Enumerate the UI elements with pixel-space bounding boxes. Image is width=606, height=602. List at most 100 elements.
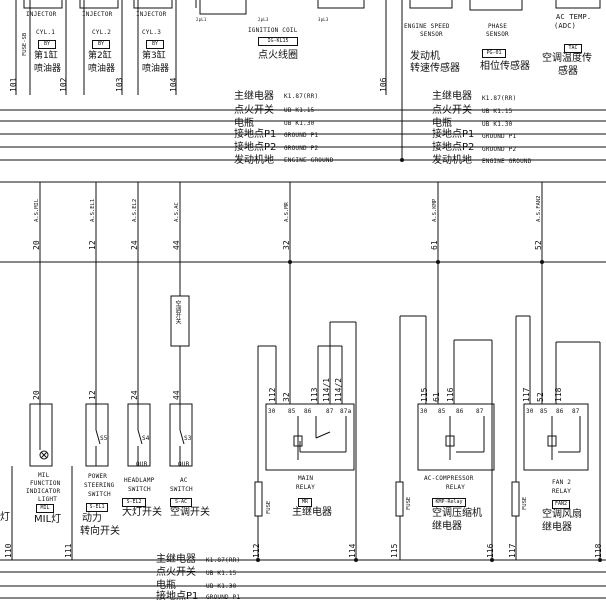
ac-en-0: AC bbox=[180, 477, 188, 484]
bottom-pin-115: 115 bbox=[390, 543, 399, 558]
engine-speed-en2: SENSOR bbox=[420, 31, 443, 38]
kmp-code: KMP-Relay bbox=[432, 498, 466, 507]
ac-temp-cn1: 空调温度传 bbox=[542, 53, 592, 64]
phase-en2: SENSOR bbox=[486, 31, 509, 38]
ps-code: S-EL1 bbox=[86, 503, 108, 512]
mr-term-86: 86 bbox=[304, 408, 312, 415]
fan-en-1: RELAY bbox=[552, 488, 572, 495]
injector-2-label: INJECTOR bbox=[82, 11, 113, 18]
mil-code: MIL bbox=[36, 504, 54, 513]
kmp-term-86: 86 bbox=[456, 408, 464, 415]
bus-top-r-2-en: UB K1.30 bbox=[482, 121, 513, 128]
hl-en-0: HEADLAMP bbox=[124, 477, 155, 484]
bottom-pin-114: 114 bbox=[348, 543, 357, 558]
signal-kmp: A.S.KMP bbox=[432, 198, 438, 222]
kmp-en-0: AC-COMPRESSOR bbox=[424, 475, 474, 482]
mr-cn: 主继电器 bbox=[292, 507, 332, 518]
mr-pin-32: 32 bbox=[282, 392, 291, 402]
ac-temp-cn2: 感器 bbox=[558, 66, 578, 77]
mr-term-87a: 87a bbox=[340, 408, 352, 415]
pin-101: 101 bbox=[9, 77, 18, 92]
bus-top-r-0-cn: 主继电器 bbox=[432, 91, 472, 102]
signal-fan2: A.S.FAN2 bbox=[536, 195, 542, 223]
fan-term-87: 87 bbox=[572, 408, 580, 415]
fan-cn-1: 继电器 bbox=[542, 522, 572, 533]
mr-pin-114-2: 114/2 bbox=[334, 377, 343, 402]
bus-top-l-2-en: UB K1.30 bbox=[284, 120, 315, 127]
signal-pin-32: 32 bbox=[282, 240, 291, 250]
ac-temp-en2: (ADC) bbox=[554, 22, 577, 30]
signal-mil: A.S.MIL bbox=[34, 198, 40, 222]
injector-2-code: BY bbox=[92, 40, 110, 49]
signal-pin-52: 52 bbox=[534, 240, 543, 250]
fan-en-0: FAN 2 bbox=[552, 479, 572, 486]
mr-term-85: 85 bbox=[288, 408, 296, 415]
bus-bot-0-en: K1.87(RR) bbox=[206, 557, 241, 564]
mil-en-1: FUNCTION bbox=[30, 480, 61, 487]
kmp-pin-61: 61 bbox=[432, 392, 441, 402]
fuse-label-3: FUSE bbox=[522, 496, 528, 510]
ac-switch-vertical-label: 空调开关 bbox=[174, 300, 181, 324]
bus-top-l-1-cn: 点火开关 bbox=[234, 105, 274, 116]
bottom-pin-110: 110 bbox=[4, 543, 13, 558]
mr-en-0: MAIN bbox=[298, 475, 314, 482]
phase-code: PG-01 bbox=[482, 49, 506, 58]
switch-tag-s5: S5 bbox=[100, 435, 108, 442]
mr-en-1: RELAY bbox=[296, 484, 316, 491]
ps-en-0: POWER bbox=[88, 473, 108, 480]
ps-cn-1: 转向开关 bbox=[80, 526, 120, 537]
bus-top-l-5-cn: 发动机地 bbox=[234, 155, 274, 166]
bus-top-r-1-cn: 点火开关 bbox=[432, 105, 472, 116]
kmp-cn-0: 空调压缩机 bbox=[432, 508, 482, 519]
cyl-2-label: CYL.2 bbox=[92, 29, 112, 36]
bus-top-r-0-en: K1.87(RR) bbox=[482, 95, 517, 102]
bus-bot-2-en: UB K1.30 bbox=[206, 583, 237, 590]
signal-ac: A.S.AC bbox=[174, 202, 180, 222]
hl-en-1: SWITCH bbox=[128, 486, 151, 493]
fan-pin-52: 52 bbox=[536, 392, 545, 402]
signal-el1: A.S.EL1 bbox=[90, 198, 96, 222]
fan-code: FAN2 bbox=[552, 500, 570, 509]
ps-en-2: SWITCH bbox=[88, 491, 111, 498]
ps-cn-0: 动力 bbox=[82, 513, 102, 524]
signal-el2: A.S.EL2 bbox=[132, 198, 138, 222]
injector-1-cn: 第1缸 喷油器 bbox=[34, 51, 62, 74]
hl-cn: 大灯开关 bbox=[122, 507, 162, 518]
left-lamp-fragment: 灯 bbox=[0, 512, 10, 523]
injector-3-cn: 第3缸 喷油器 bbox=[142, 51, 170, 74]
engine-speed-cn1: 发动机 bbox=[410, 51, 440, 62]
kmp-pin-115: 115 bbox=[420, 387, 429, 402]
kmp-cn-1: 继电器 bbox=[432, 521, 462, 532]
injector-2-cn: 第2缸 喷油器 bbox=[88, 51, 116, 74]
signal-pin-20: 20 bbox=[32, 240, 41, 250]
bus-top-l-0-cn: 主继电器 bbox=[234, 91, 274, 102]
bus-top-l-4-cn: 接地点P2 bbox=[234, 142, 277, 153]
switch-tag-s4: S4 bbox=[142, 435, 150, 442]
bus-bot-1-cn: 点火开关 bbox=[156, 567, 196, 578]
bus-top-r-3-cn: 接地点P1 bbox=[432, 129, 475, 140]
fan-term-30: 30 bbox=[526, 408, 534, 415]
fan-cn-0: 空调风扇 bbox=[542, 509, 582, 520]
bus-bot-3-en: GROUND P1 bbox=[206, 594, 241, 601]
mr-pin-113: 113 bbox=[310, 387, 319, 402]
bus-top-r-3-en: GROUND P1 bbox=[482, 133, 517, 140]
bus-top-l-5-en: ENGINE GROUND bbox=[284, 157, 334, 164]
switch-tag-oub-1: OUB bbox=[136, 461, 148, 468]
bus-top-l-4-en: GROUND P2 bbox=[284, 145, 319, 152]
bus-bot-1-en: UB K1.15 bbox=[206, 570, 237, 577]
bottom-pin-116: 116 bbox=[486, 543, 495, 558]
bus-top-l-2-cn: 电瓶 bbox=[234, 118, 254, 129]
mr-pin-114-1: 114/1 bbox=[322, 377, 331, 402]
comp-pin-20: 20 bbox=[32, 390, 41, 400]
kmp-term-30: 30 bbox=[420, 408, 428, 415]
comp-pin-24: 24 bbox=[130, 390, 139, 400]
injector-3-code: BY bbox=[146, 40, 164, 49]
cyl-1-label: CYL.1 bbox=[36, 29, 56, 36]
bus-top-l-3-en: GROUND P1 bbox=[284, 132, 319, 139]
ignition-coil-label: IGNITION COIL bbox=[248, 27, 298, 34]
comp-pin-12: 12 bbox=[88, 390, 97, 400]
bus-top-r-2-cn: 电瓶 bbox=[432, 118, 452, 129]
bus-top-r-1-en: UB K1.15 bbox=[482, 108, 513, 115]
injector-3-label: INJECTOR bbox=[136, 11, 167, 18]
